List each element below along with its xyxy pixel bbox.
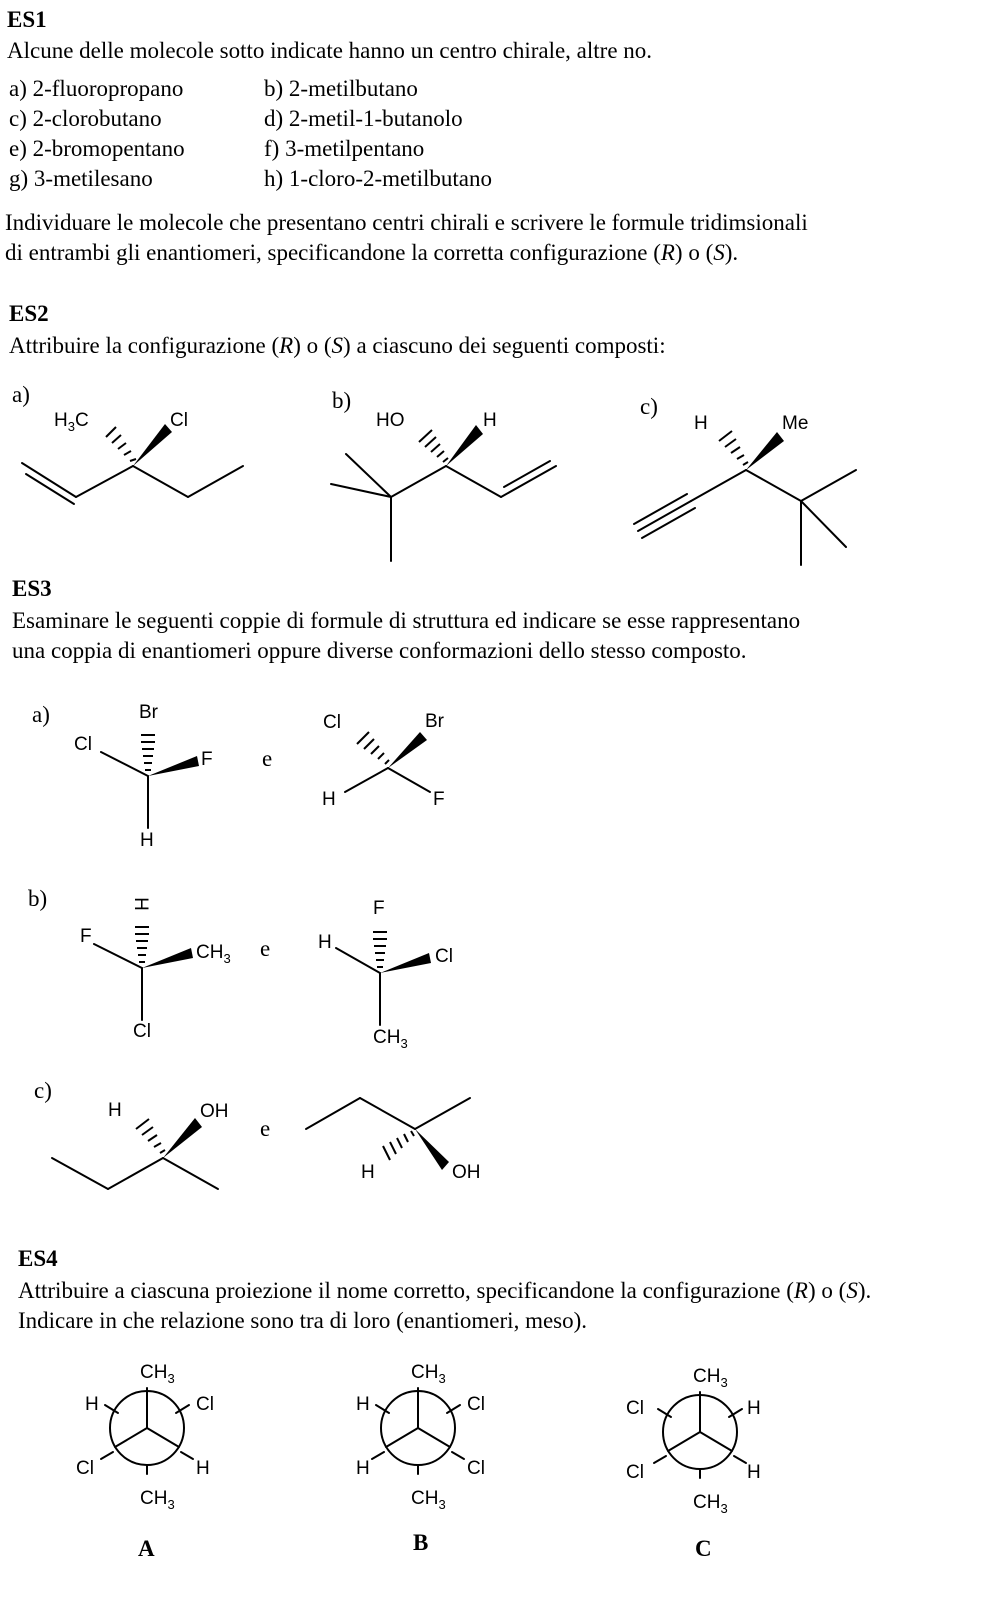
es3-a-left-br: Br — [139, 702, 158, 723]
newman-A-top: CH3 — [140, 1362, 175, 1386]
es1-intro: Alcune delle molecole sotto indicate han… — [7, 38, 653, 63]
es3-b-right-f: F — [373, 898, 385, 919]
es2-b-structure — [330, 425, 557, 562]
es2-a-cl-label: Cl — [170, 410, 188, 431]
newman-A-lr: H — [196, 1458, 210, 1479]
es1-item-a: a) 2-fluoropropano — [9, 76, 184, 101]
es1-task-line2: di entrambi gli enantiomeri, specificand… — [5, 240, 739, 265]
newman-B-ll: H — [356, 1458, 370, 1479]
newman-C-lr: H — [747, 1462, 761, 1483]
es3-b-left-ch3: CH3 — [196, 942, 231, 966]
es2-c-structure — [633, 430, 857, 566]
es3-label-c: c) — [34, 1078, 52, 1103]
es2-a-h3c-label: H3C — [54, 410, 89, 434]
es3-a-left-structure — [100, 734, 199, 829]
es1-task-line1: Individuare le molecole che presentano c… — [5, 210, 808, 235]
es2-label-b: b) — [332, 388, 352, 413]
es3-c-right-oh: OH — [452, 1162, 481, 1183]
es3-a-right-h: H — [322, 789, 336, 810]
es3-b-conj: e — [260, 936, 271, 961]
es4-line2: Indicare in che relazione sono tra di lo… — [18, 1308, 588, 1333]
es3-b-left-f: F — [80, 926, 92, 947]
newman-C-ul: Cl — [626, 1398, 644, 1419]
es3-line1: Esaminare le seguenti coppie di formule … — [12, 608, 801, 633]
es1-item-d: d) 2-metil-1-butanolo — [264, 106, 463, 131]
es3-c-left-oh: OH — [200, 1101, 229, 1122]
es1-item-f: f) 3-metilpentano — [264, 136, 425, 161]
newman-A-ll: Cl — [76, 1458, 94, 1479]
newman-B-bottom: CH3 — [411, 1488, 446, 1512]
es3-title: ES3 — [12, 576, 52, 601]
es3-line2: una coppia di enantiomeri oppure diverse… — [12, 638, 747, 663]
es2-c-me-label: Me — [782, 413, 809, 434]
es3-b-right-structure — [335, 931, 431, 1026]
es2-a-structure — [21, 424, 244, 505]
hash-bond — [105, 426, 137, 462]
newman-B-ul: H — [356, 1394, 370, 1415]
es1-item-g: g) 3-metilesano — [9, 166, 153, 191]
es2-b-h-label: H — [483, 410, 497, 431]
newman-C-top: CH3 — [693, 1366, 728, 1390]
es3-c-left-structure — [51, 1118, 219, 1190]
newman-C — [653, 1391, 747, 1479]
wedge-bond — [133, 424, 172, 466]
es3-a-right-f: F — [433, 789, 445, 810]
es3-b-left-h: H — [129, 897, 151, 911]
newman-C-bottom: CH3 — [693, 1492, 728, 1516]
newman-A-ur: Cl — [196, 1394, 214, 1415]
newman-A-bottom: CH3 — [140, 1488, 175, 1512]
es3-b-left-structure — [93, 926, 193, 1021]
newman-A — [100, 1387, 194, 1475]
es2-instruction: Attribuire la configurazione (R) o (S) a… — [9, 333, 666, 358]
newman-B-ur: Cl — [467, 1394, 485, 1415]
es3-b-right-cl: Cl — [435, 946, 453, 967]
es4-title: ES4 — [18, 1246, 58, 1271]
es1-item-e: e) 2-bromopentano — [9, 136, 185, 161]
newman-C-ll: Cl — [626, 1462, 644, 1483]
es1-item-c: c) 2-clorobutano — [9, 106, 162, 131]
newman-B-lr: Cl — [467, 1458, 485, 1479]
es3-c-right-h: H — [361, 1162, 375, 1183]
es3-a-left-f: F — [201, 749, 213, 770]
newman-B-name: B — [413, 1530, 429, 1555]
es3-a-left-cl: Cl — [74, 734, 92, 755]
newman-C-name: C — [695, 1536, 712, 1561]
es2-title: ES2 — [9, 301, 49, 326]
es3-a-conj: e — [262, 746, 273, 771]
es2-label-a: a) — [12, 382, 30, 407]
newman-A-name: A — [138, 1536, 155, 1561]
es4-line1: Attribuire a ciascuna proiezione il nome… — [18, 1278, 872, 1303]
es2-c-h-label: H — [694, 413, 708, 434]
es1-item-b: b) 2-metilbutano — [264, 76, 418, 101]
newman-B — [371, 1387, 465, 1475]
es3-c-conj: e — [260, 1116, 271, 1141]
es3-a-right-br: Br — [425, 711, 444, 732]
es3-b-right-h: H — [318, 932, 332, 953]
es2-b-ho-label: HO — [376, 410, 405, 431]
es3-b-right-ch3: CH3 — [373, 1027, 408, 1051]
es3-label-b: b) — [28, 886, 48, 911]
newman-A-ul: H — [85, 1394, 99, 1415]
es1-item-h: h) 1-cloro-2-metilbutano — [264, 166, 493, 191]
es3-c-left-h: H — [108, 1100, 122, 1121]
newman-B-top: CH3 — [411, 1362, 446, 1386]
es1-title: ES1 — [7, 7, 47, 32]
es3-c-right-structure — [305, 1097, 471, 1170]
es3-a-left-h: H — [140, 830, 154, 851]
es3-a-right-structure — [344, 731, 431, 793]
es3-b-left-cl: Cl — [133, 1021, 151, 1042]
es3-a-right-cl: Cl — [323, 712, 341, 733]
es3-label-a: a) — [32, 702, 50, 727]
newman-C-ur: H — [747, 1398, 761, 1419]
es2-label-c: c) — [640, 394, 658, 419]
